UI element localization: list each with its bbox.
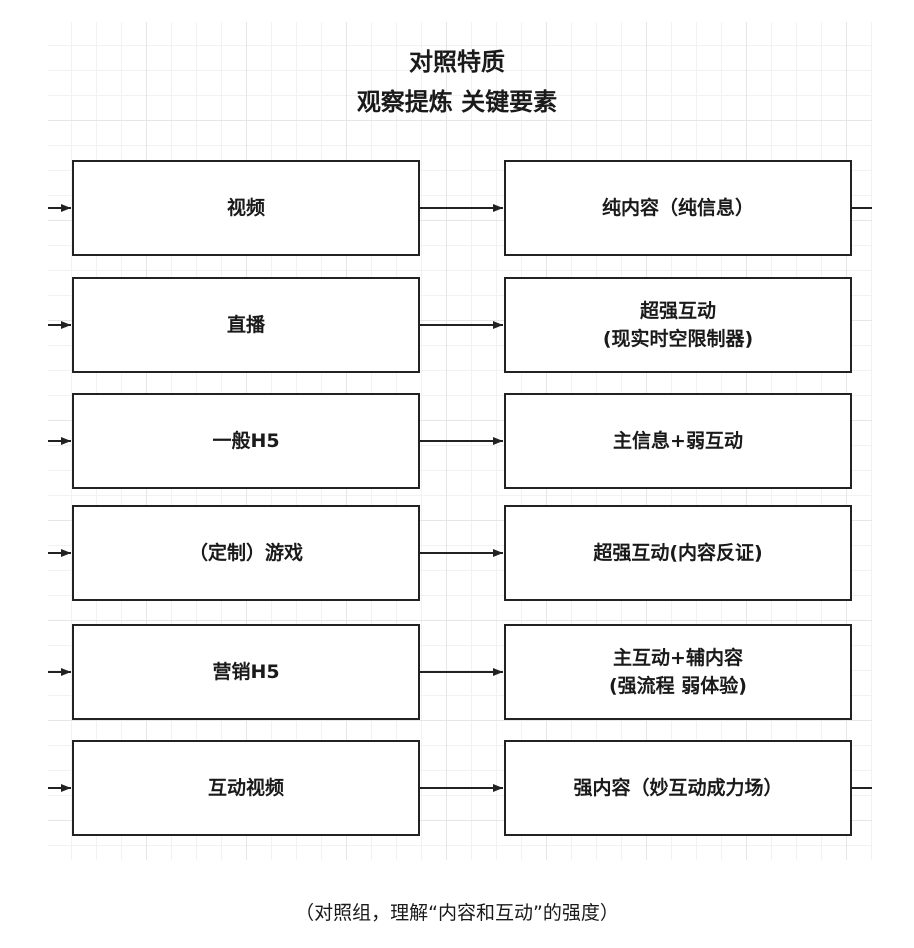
left-box-4: （定制）游戏 [72, 505, 420, 601]
left-box-3: 一般H5 [72, 393, 420, 489]
right-box-4-label-line-1: 超强互动(内容反证) [593, 542, 763, 564]
left-box-2-label-line-1: 直播 [226, 314, 265, 336]
right-box-5: 主互动+辅内容 (强流程 弱体验) [504, 624, 852, 720]
left-box-3-label-line-1: 一般H5 [212, 430, 280, 452]
right-box-2: 超强互动 (现实时空限制器) [504, 277, 852, 373]
figure-caption: （对照组，理解“内容和互动”的强度） [295, 902, 619, 924]
right-box-6: 强内容（妙互动成力场） [504, 740, 852, 836]
right-box-5-label-line-1: 主互动+辅内容 [613, 647, 743, 669]
right-box-4: 超强互动(内容反证) [504, 505, 852, 601]
right-box-1-label-line-1: 纯内容（纯信息） [601, 197, 754, 219]
right-box-6-label-line-1: 强内容（妙互动成力场） [573, 777, 783, 799]
left-box-5-label-line-1: 营销H5 [212, 661, 280, 683]
left-box-4-label-line-1: （定制）游戏 [188, 542, 303, 564]
left-box-6: 互动视频 [72, 740, 420, 836]
diagram-title-line-2: 观察提炼 关键要素 [356, 88, 558, 116]
left-box-5: 营销H5 [72, 624, 420, 720]
left-box-6-label-line-1: 互动视频 [207, 777, 284, 799]
right-box-5-label-line-2: (强流程 弱体验) [609, 675, 747, 697]
right-box-1: 纯内容（纯信息） [504, 160, 852, 256]
right-box-3-label-line-1: 主信息+弱互动 [613, 430, 743, 452]
left-box-1-label-line-1: 视频 [226, 197, 265, 219]
right-box-3: 主信息+弱互动 [504, 393, 852, 489]
right-box-2-label-line-2: (现实时空限制器) [602, 328, 754, 350]
diagram-title-line-1: 对照特质 [409, 48, 505, 76]
left-box-2: 直播 [72, 277, 420, 373]
left-box-1: 视频 [72, 160, 420, 256]
right-box-2-label-line-1: 超强互动 [639, 300, 716, 322]
